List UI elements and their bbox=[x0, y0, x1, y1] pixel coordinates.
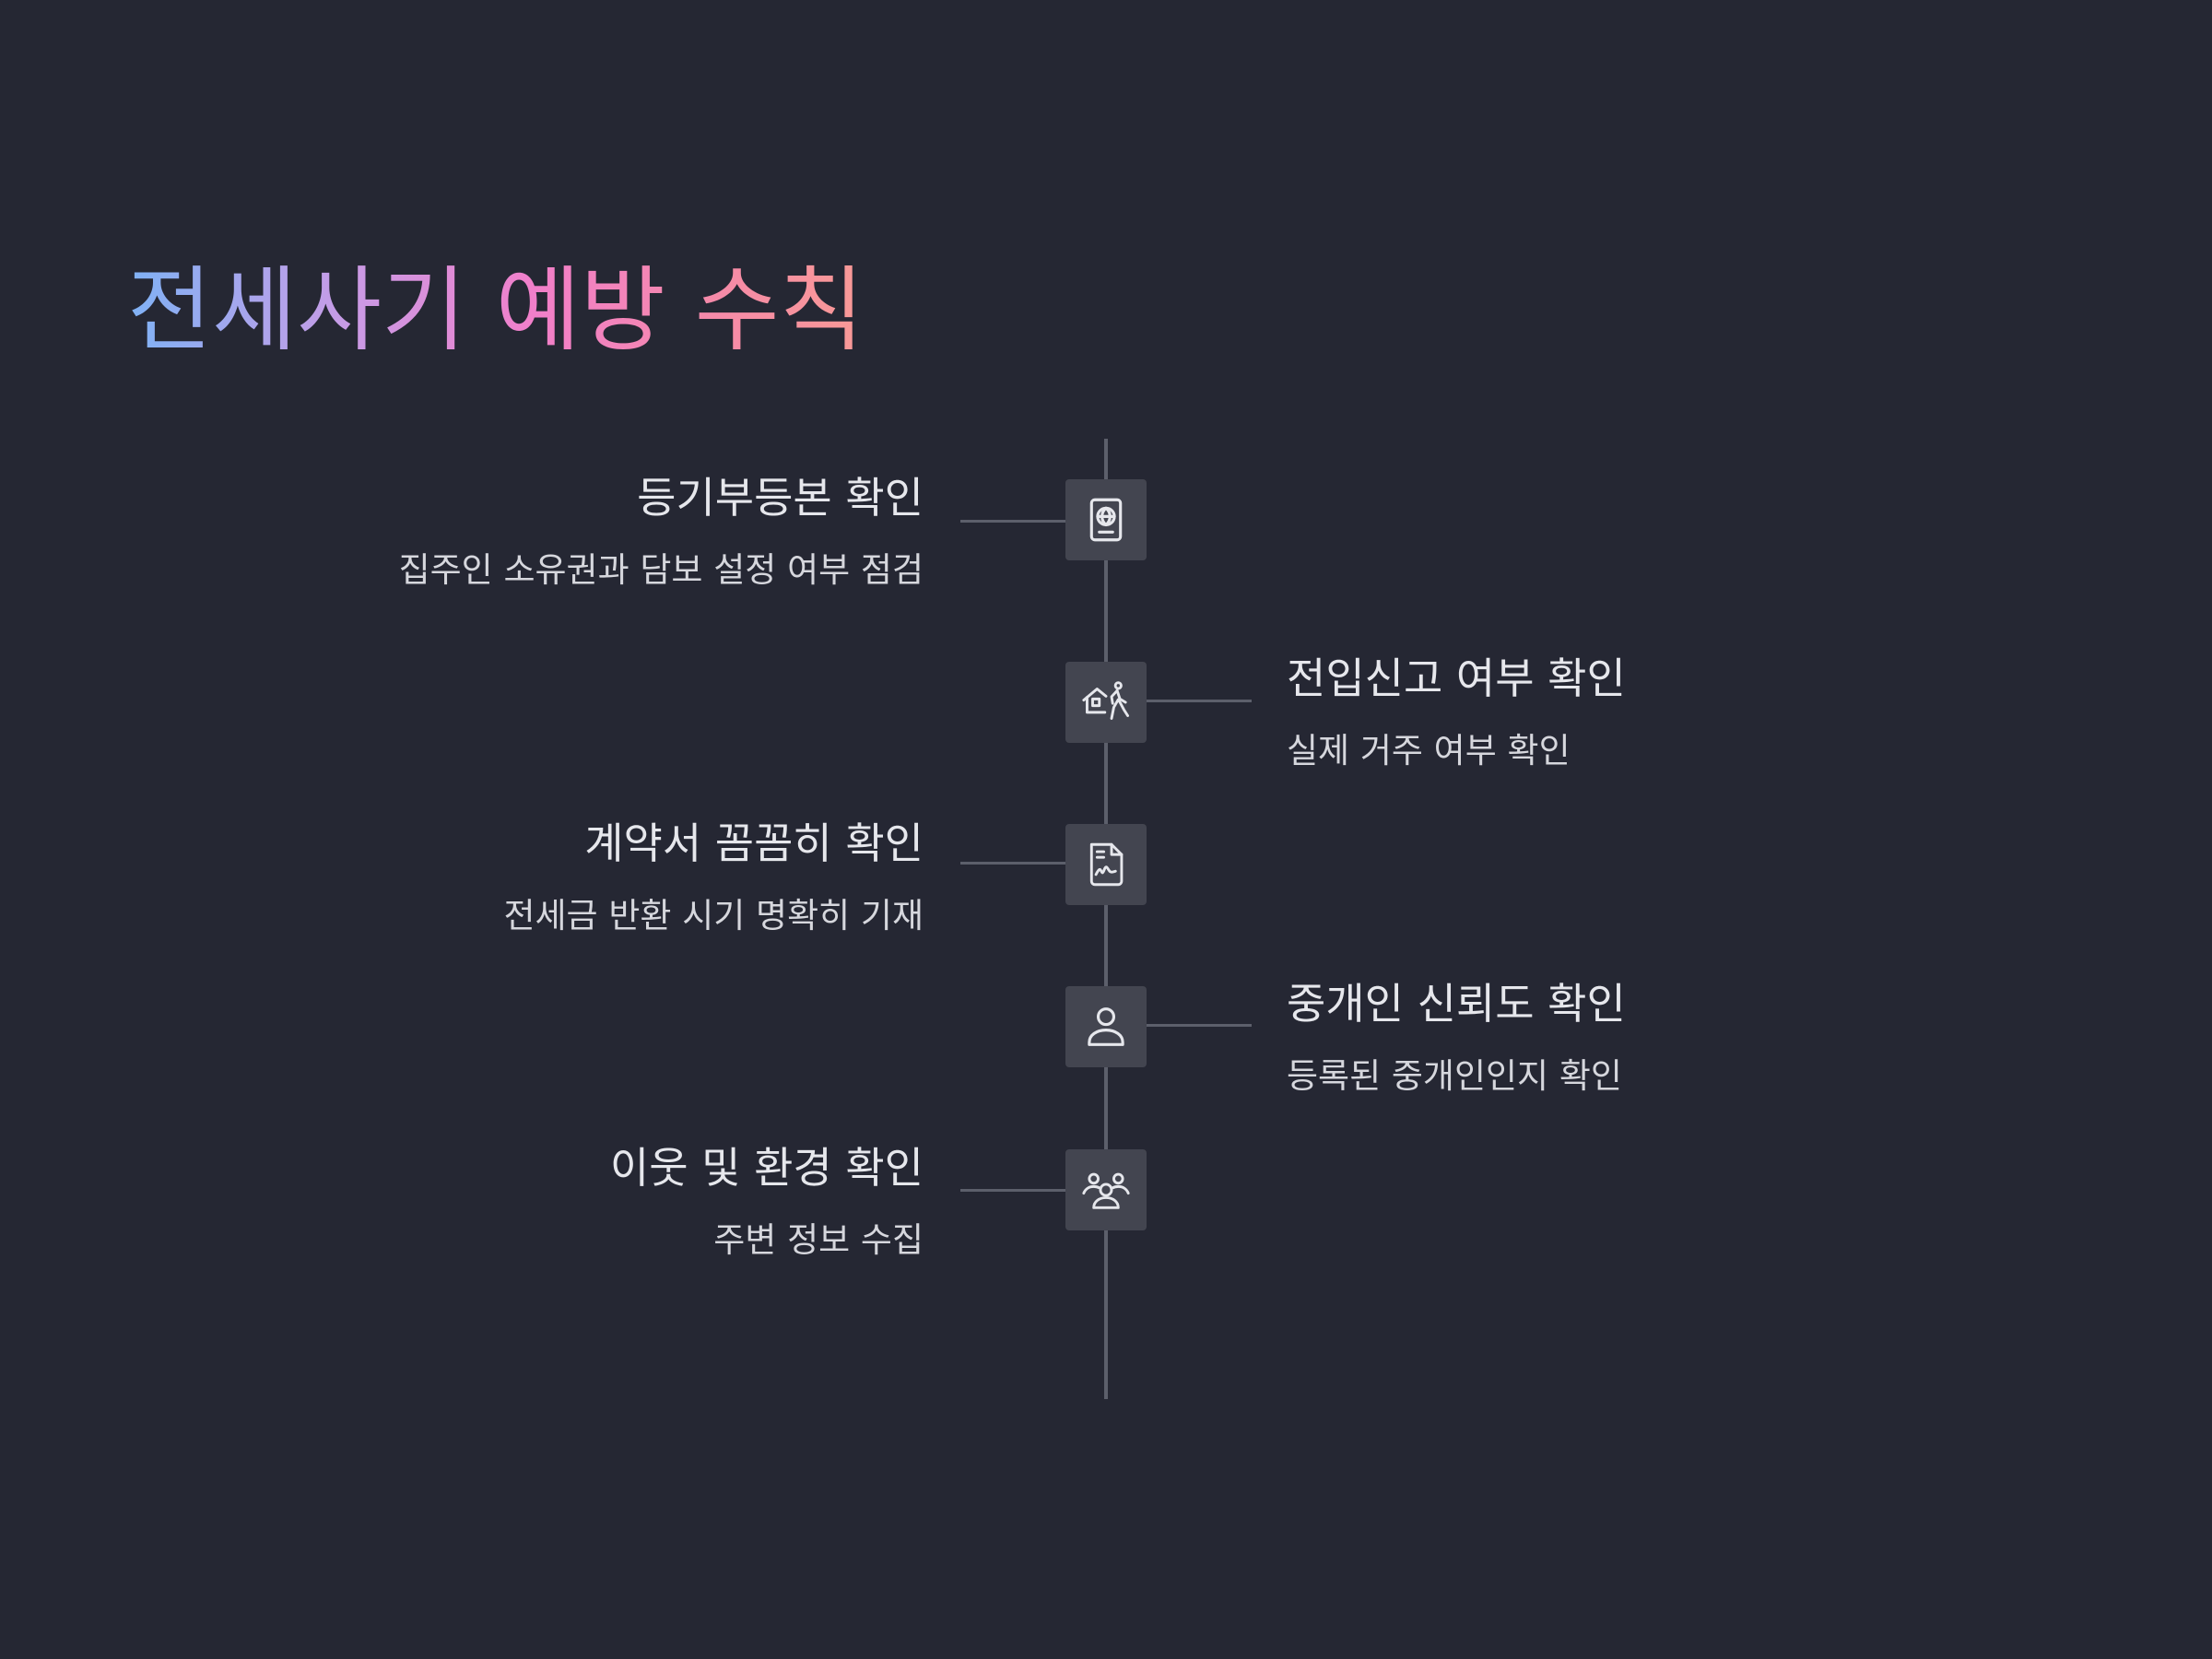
passport-globe-icon bbox=[1089, 498, 1123, 542]
page-title: 전세사기 예방 수칙 bbox=[127, 251, 865, 371]
step-1-label: 등기부등본 확인 집주인 소유권과 담보 설정 여부 점검 bbox=[399, 472, 924, 592]
node-step-3 bbox=[1065, 824, 1147, 905]
step-2-label: 전입신고 여부 확인 실제 거주 여부 확인 bbox=[1287, 653, 1626, 772]
node-step-4 bbox=[1065, 986, 1147, 1067]
step-1-description: 집주인 소유권과 담보 설정 여부 점검 bbox=[398, 550, 924, 590]
step-5-heading: 이웃 및 환경 확인 bbox=[609, 1143, 924, 1193]
step-4-description: 등록된 중개인인지 확인 bbox=[1287, 1056, 1622, 1096]
step-3-description: 전세금 반환 시기 명확히 기재 bbox=[503, 896, 924, 935]
step-1-heading: 등기부등본 확인 bbox=[637, 473, 924, 523]
node-step-5 bbox=[1065, 1149, 1147, 1230]
step-3-heading: 계약서 꼼꼼히 확인 bbox=[584, 818, 924, 868]
step-4-heading: 중개인 신뢰도 확인 bbox=[1287, 979, 1626, 1029]
step-5-description: 주변 정보 수집 bbox=[713, 1220, 924, 1260]
timeline-spine bbox=[1104, 439, 1108, 1399]
signed-document-icon bbox=[1089, 842, 1124, 887]
connector-step-5 bbox=[960, 1189, 1065, 1192]
connector-step-2 bbox=[1147, 700, 1252, 702]
people-group-icon bbox=[1082, 1172, 1130, 1209]
connector-step-3 bbox=[960, 862, 1065, 865]
connector-step-1 bbox=[960, 520, 1065, 523]
step-3-label: 계약서 꼼꼼히 확인 전세금 반환 시기 명확히 기재 bbox=[503, 818, 924, 937]
house-walking-person-icon bbox=[1082, 681, 1130, 720]
step-2-description: 실제 거주 여부 확인 bbox=[1287, 731, 1571, 771]
node-step-1 bbox=[1065, 479, 1147, 560]
step-4-label: 중개인 신뢰도 확인 등록된 중개인인지 확인 bbox=[1287, 978, 1626, 1098]
node-step-2 bbox=[1065, 662, 1147, 743]
person-icon bbox=[1088, 1007, 1124, 1046]
connector-step-4 bbox=[1147, 1024, 1252, 1027]
step-2-heading: 전입신고 여부 확인 bbox=[1287, 653, 1626, 703]
step-5-label: 이웃 및 환경 확인 주변 정보 수집 bbox=[610, 1142, 924, 1262]
